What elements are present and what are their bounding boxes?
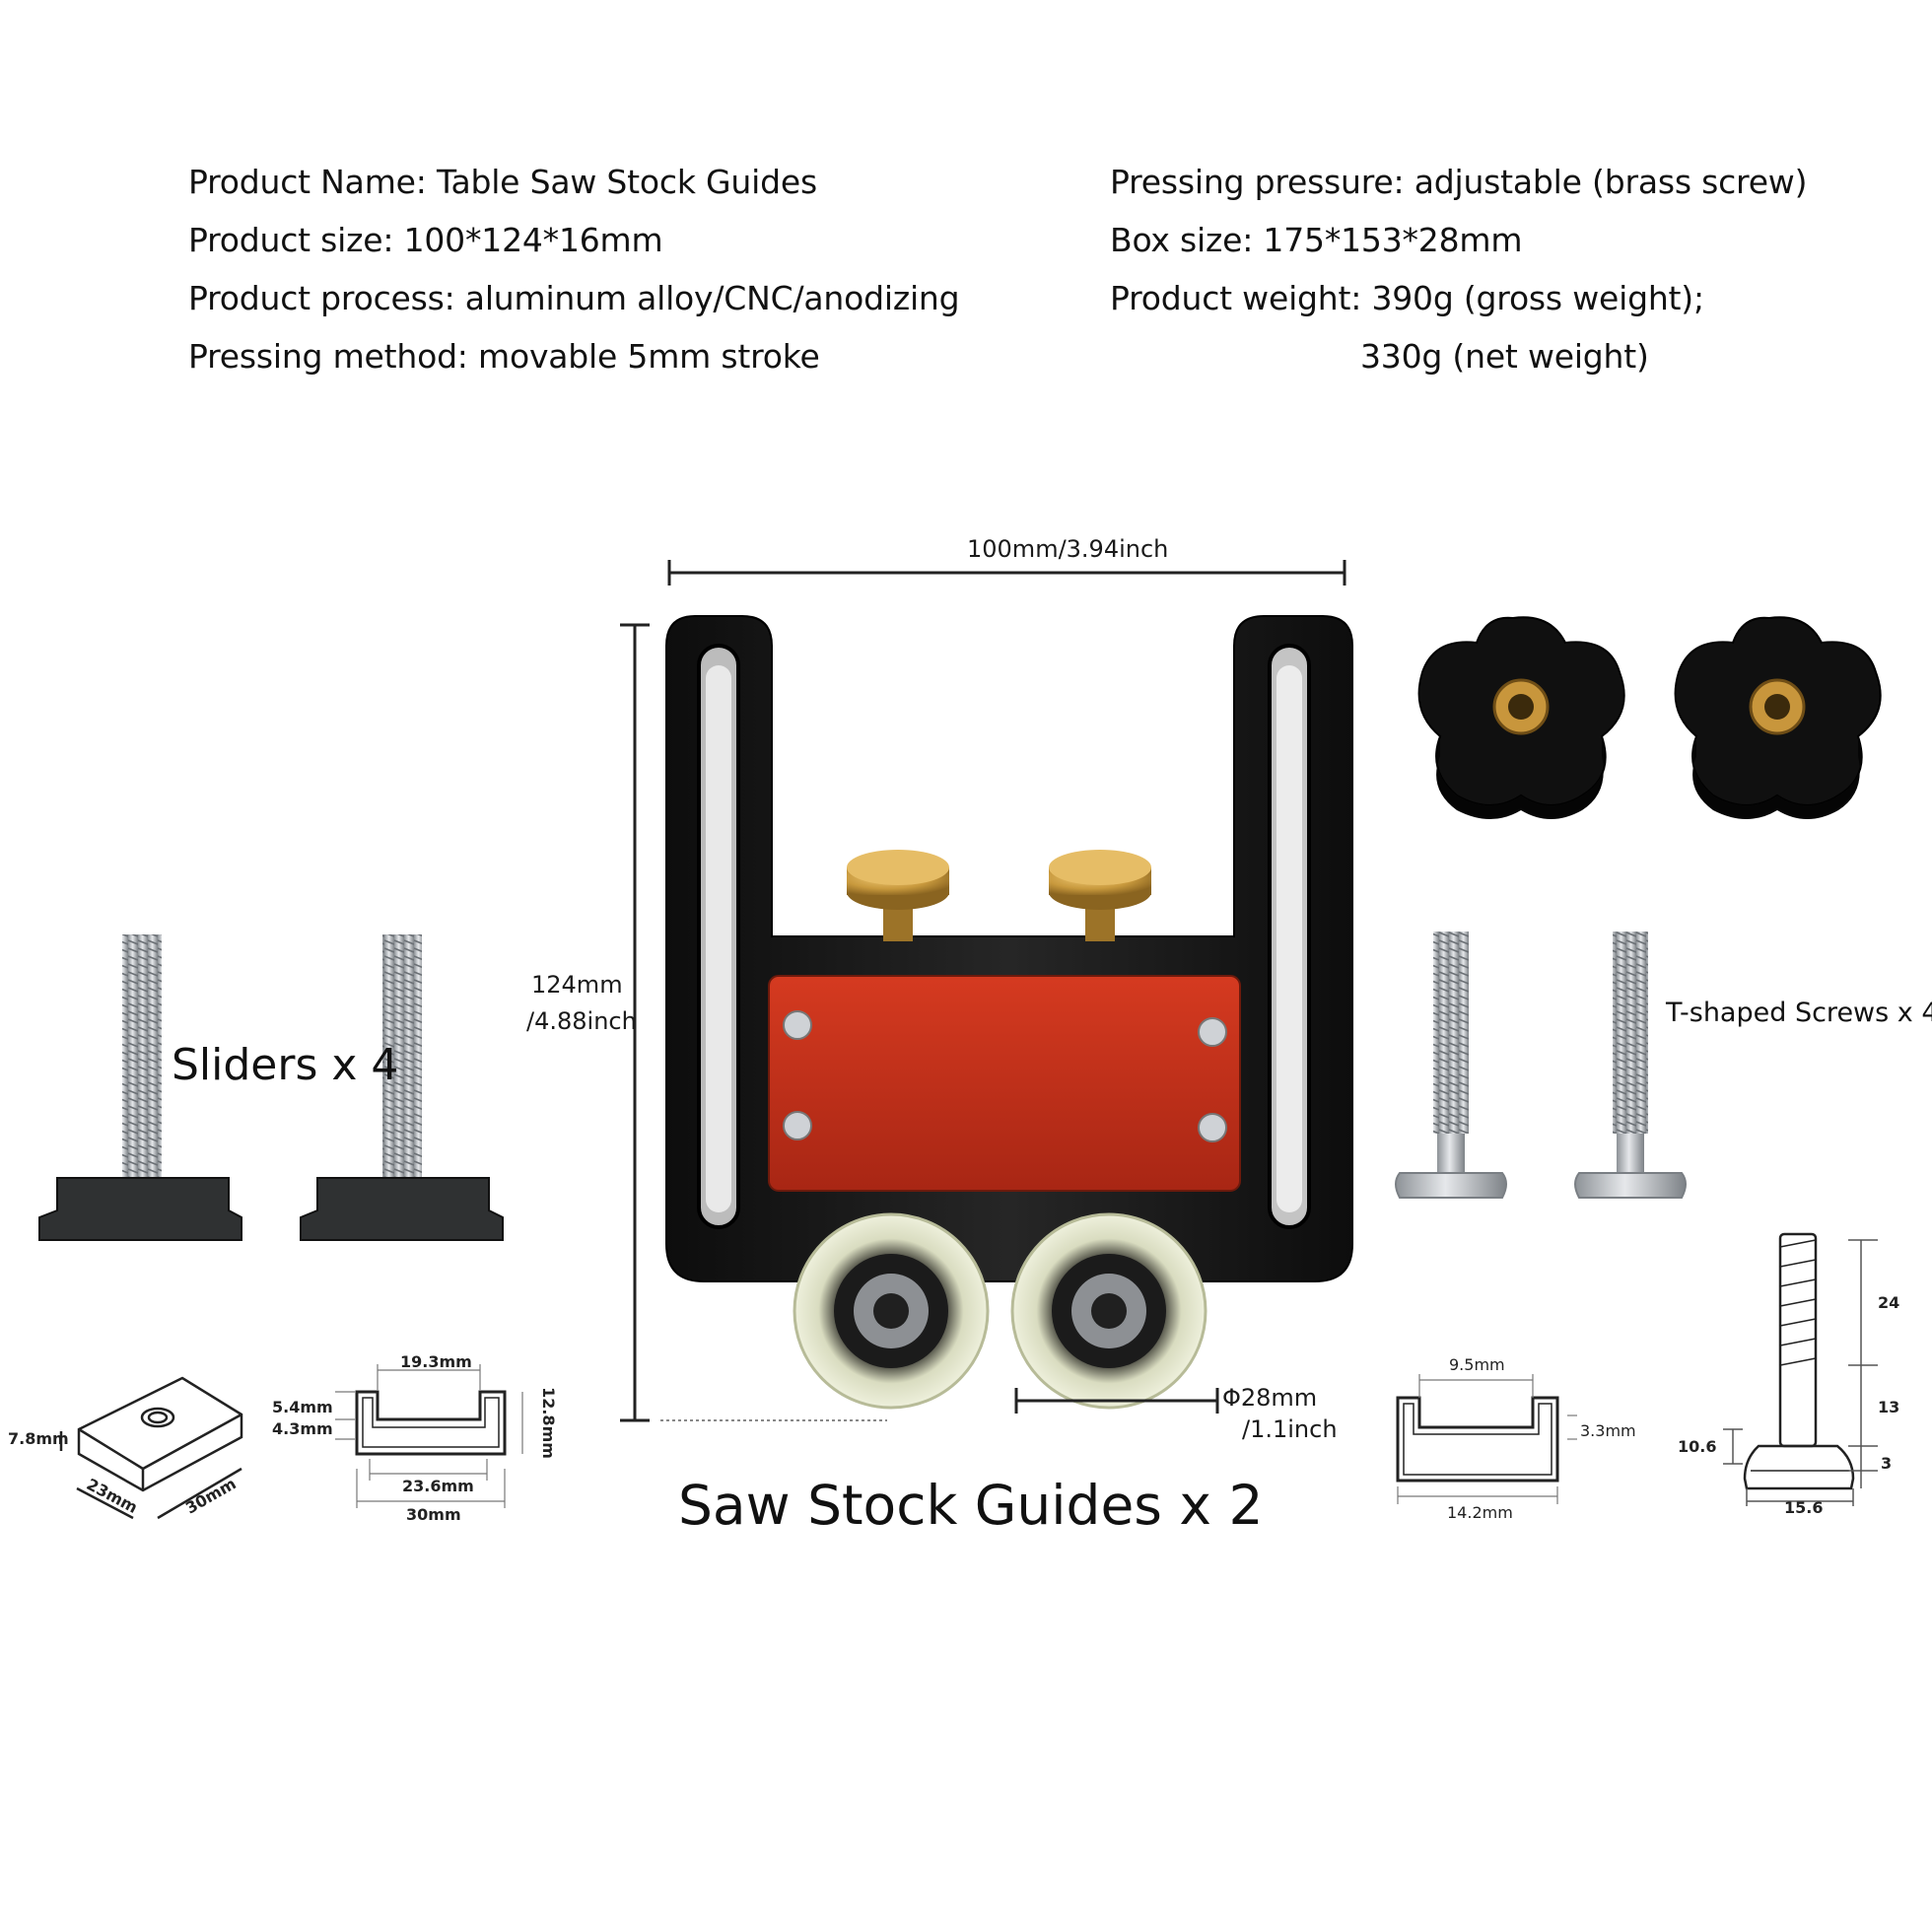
spec-product-name: Product Name: Table Saw Stock Guides bbox=[188, 163, 817, 201]
roller-wheel-right bbox=[1010, 1212, 1208, 1410]
t-screw-right bbox=[1574, 932, 1687, 1199]
dim-tscrew-10-6: 10.6 bbox=[1678, 1437, 1717, 1456]
dim-wheel-inch: /1.1inch bbox=[1242, 1415, 1338, 1443]
red-pressure-plate bbox=[768, 975, 1241, 1192]
guide-dimension-lines bbox=[620, 560, 1346, 1422]
roller-wheel-left bbox=[793, 1212, 990, 1410]
label-t-screws: T-shaped Screws x 4 bbox=[1666, 998, 1932, 1028]
dim-slider-19-3: 19.3mm bbox=[400, 1352, 472, 1371]
t-screw-dim-lines bbox=[1723, 1239, 1878, 1506]
slider-left bbox=[38, 934, 242, 1241]
slider-profile-drawing bbox=[355, 1390, 507, 1456]
dim-slider-12-8: 12.8mm bbox=[538, 1387, 558, 1459]
spec-pressing-pressure: Pressing pressure: adjustable (brass scr… bbox=[1110, 163, 1808, 201]
dim-slider-4-3: 4.3mm bbox=[272, 1419, 333, 1438]
t-screw-left bbox=[1395, 932, 1507, 1199]
spec-box-size: Box size: 175*153*28mm bbox=[1110, 221, 1523, 259]
spec-product-process: Product process: aluminum alloy/CNC/anod… bbox=[188, 279, 960, 317]
label-sliders: Sliders x 4 bbox=[172, 1040, 399, 1090]
dim-tscrew-13: 13 bbox=[1878, 1398, 1900, 1416]
dim-screw-9-5: 9.5mm bbox=[1449, 1355, 1505, 1374]
dim-tscrew-3: 3 bbox=[1881, 1454, 1893, 1473]
dim-width: 100mm/3.94inch bbox=[967, 535, 1169, 563]
slider-profile-dim-lines bbox=[335, 1364, 523, 1508]
screw-profile-drawing bbox=[1396, 1396, 1559, 1483]
screw-profile-dim-lines bbox=[1397, 1374, 1577, 1504]
dim-slider-23-6: 23.6mm bbox=[402, 1477, 474, 1495]
dim-slider-30b: 30mm bbox=[406, 1505, 461, 1524]
dim-tscrew-24: 24 bbox=[1878, 1293, 1900, 1312]
dim-screw-14-2: 14.2mm bbox=[1447, 1503, 1513, 1522]
dim-tscrew-15-6: 15.6 bbox=[1784, 1498, 1824, 1517]
label-stock-guides: Saw Stock Guides x 2 bbox=[678, 1474, 1264, 1537]
brass-screw-left bbox=[847, 850, 949, 941]
brass-screw-right bbox=[1049, 850, 1151, 941]
spec-net-weight: 330g (net weight) bbox=[1360, 337, 1649, 376]
spec-product-weight: Product weight: 390g (gross weight); bbox=[1110, 279, 1704, 317]
star-knob-left bbox=[1417, 616, 1625, 819]
spec-product-size: Product size: 100*124*16mm bbox=[188, 221, 663, 259]
dim-slider-7-8: 7.8mm bbox=[8, 1429, 69, 1448]
dim-screw-3-3: 3.3mm bbox=[1580, 1421, 1636, 1440]
slider-iso-drawing bbox=[59, 1376, 243, 1520]
slider-right bbox=[300, 934, 504, 1241]
t-screw-line-drawing bbox=[1743, 1232, 1855, 1490]
dim-height-inch: /4.88inch bbox=[526, 1007, 637, 1035]
dim-slider-5-4: 5.4mm bbox=[272, 1398, 333, 1416]
spec-pressing-method: Pressing method: movable 5mm stroke bbox=[188, 337, 820, 376]
dim-height-mm: 124mm bbox=[531, 971, 623, 999]
dim-wheel-mm: Φ28mm bbox=[1222, 1384, 1318, 1412]
star-knob-right bbox=[1674, 616, 1882, 819]
